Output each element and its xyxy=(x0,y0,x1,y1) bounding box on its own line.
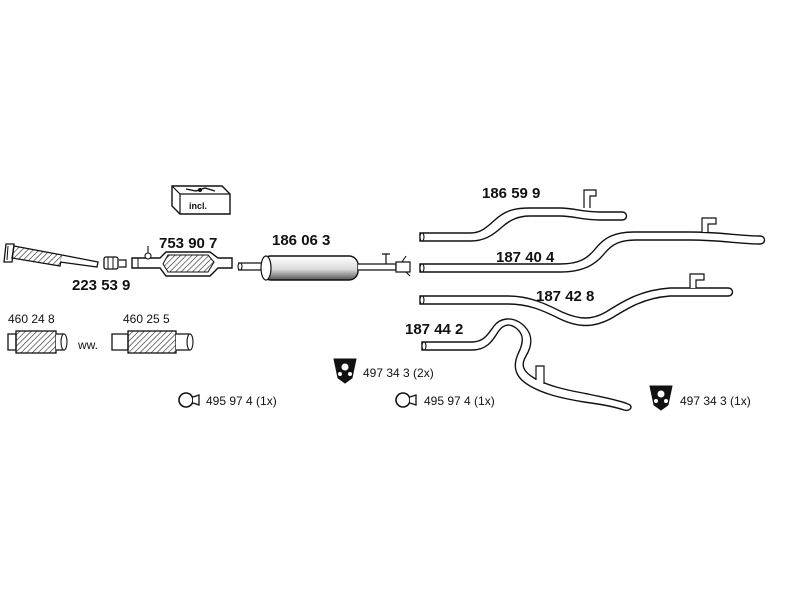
kit-included-label: incl. xyxy=(189,201,208,211)
front-silencer-part xyxy=(237,253,411,281)
flex-pipe-460-24-8 xyxy=(7,330,68,354)
clamp-ring-icon xyxy=(395,392,417,408)
tailpipe-186-59-9 xyxy=(419,189,628,242)
part-number-label: 223 53 9 xyxy=(72,277,131,294)
clamp-ring-icon xyxy=(178,392,200,408)
part-number-label: 187 40 4 xyxy=(496,249,555,266)
tailpipe-187-42-8 xyxy=(419,273,734,327)
flex-pipe-460-25-5 xyxy=(111,330,194,354)
catalyst-part xyxy=(131,246,233,277)
part-number-label: 186 59 9 xyxy=(482,185,541,202)
tailpipe-187-40-4 xyxy=(419,217,766,273)
connector-clamp xyxy=(103,256,127,270)
tailpipe-187-44-2 xyxy=(421,318,632,412)
fitting-label: 497 34 3 (2x) xyxy=(363,366,434,380)
mounting-kit-box xyxy=(171,185,231,215)
rubber-hanger-icon xyxy=(649,385,673,411)
fitting-label: 497 34 3 (1x) xyxy=(680,394,751,408)
part-number-label: 187 42 8 xyxy=(536,288,595,305)
part-number-label: 187 44 2 xyxy=(405,321,464,338)
fitting-label: 495 97 4 (1x) xyxy=(424,394,495,408)
part-number-label: 753 90 7 xyxy=(159,235,218,252)
part-number-label: 186 06 3 xyxy=(272,232,331,249)
rubber-hanger-icon xyxy=(333,358,357,384)
alternative-label: ww. xyxy=(78,338,99,352)
part-number-label: 460 25 5 xyxy=(123,312,170,326)
part-number-label: 460 24 8 xyxy=(8,312,55,326)
fitting-label: 495 97 4 (1x) xyxy=(206,394,277,408)
downpipe-part xyxy=(3,243,99,268)
